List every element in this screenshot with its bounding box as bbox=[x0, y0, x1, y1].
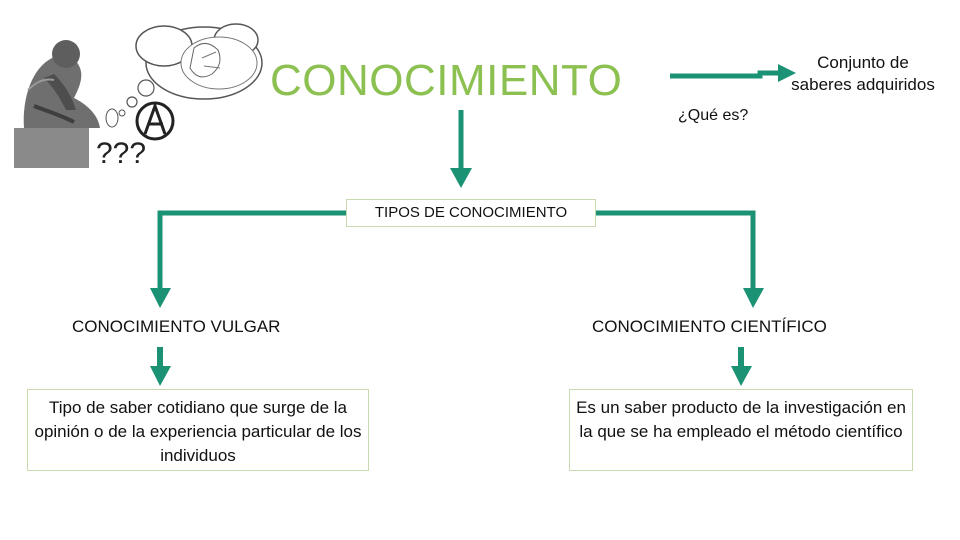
vulgar-knowledge-description: Tipo de saber cotidiano que surge de la … bbox=[27, 389, 369, 471]
main-title: CONOCIMIENTO bbox=[270, 56, 622, 106]
question-label: ¿Qué es? bbox=[678, 107, 748, 125]
types-arrowhead bbox=[450, 168, 472, 188]
definition-arrow bbox=[670, 73, 778, 76]
scientific-knowledge-description: Es un saber producto de la investigación… bbox=[569, 389, 913, 471]
definition-text: Conjunto de saberes adquiridos bbox=[790, 52, 936, 96]
types-heading-box: TIPOS DE CONOCIMIENTO bbox=[346, 199, 596, 227]
scientific-knowledge-title: CONOCIMIENTO CIENTÍFICO bbox=[592, 317, 827, 337]
vulgar-arrowhead bbox=[150, 288, 171, 308]
vulgar-knowledge-title: CONOCIMIENTO VULGAR bbox=[72, 317, 280, 337]
vulgar-connector bbox=[160, 213, 346, 290]
scientific-desc-arrowhead bbox=[731, 366, 752, 386]
vulgar-desc-arrowhead bbox=[150, 366, 171, 386]
scientific-connector bbox=[594, 213, 753, 290]
scientific-arrowhead bbox=[743, 288, 764, 308]
